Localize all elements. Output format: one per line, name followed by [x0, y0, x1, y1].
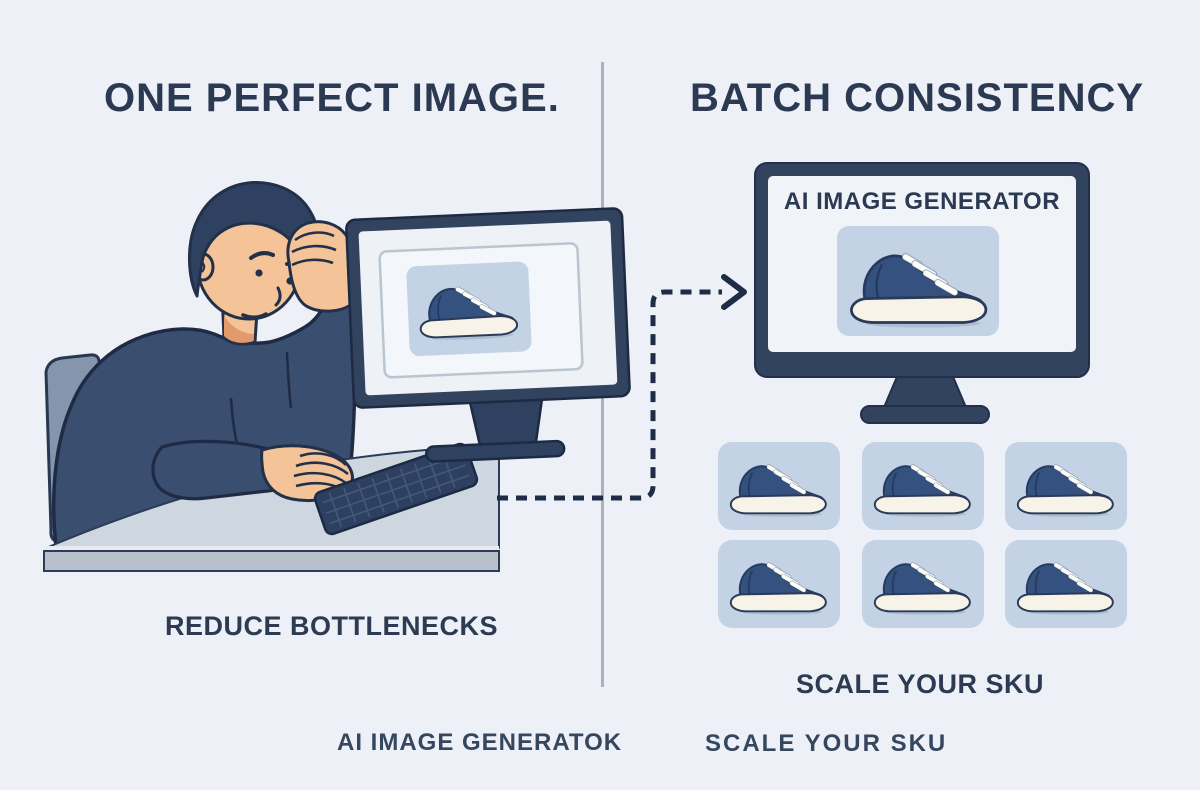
sku-thumbnail-card: [1005, 540, 1127, 628]
left-monitor: [345, 207, 631, 463]
sneaker-icon: [873, 462, 971, 518]
arrowhead-icon: [721, 274, 747, 310]
hand-on-forehead: [286, 220, 356, 313]
sneaker-icon: [1016, 462, 1114, 518]
sku-thumbnail-card: [862, 540, 984, 628]
sneaker-icon: [873, 560, 971, 616]
footer-right-label: SCALE YOUR SKU: [705, 730, 948, 757]
man-head: [188, 180, 319, 321]
sku-thumbnail-card: [718, 442, 840, 530]
left-eyebrow: [249, 251, 275, 260]
footer-left-label: AI IMAGE GENERATOK: [337, 729, 623, 756]
nose: [274, 286, 282, 307]
frustrated-man-at-desk-illustration: [43, 180, 631, 572]
left-eye: [255, 269, 263, 277]
ai-generator-monitor: [754, 162, 1090, 424]
sku-thumbnail-card: [718, 540, 840, 628]
left-headline: ONE PERFECT IMAGE.: [104, 76, 560, 120]
right-headline: BATCH CONSISTENCY: [690, 76, 1145, 120]
sku-thumbnail-card: [1005, 442, 1127, 530]
left-caption: REDUCE BOTTLENECKS: [165, 611, 499, 641]
sneaker-icon: [729, 560, 827, 616]
resting-arm: [151, 439, 354, 503]
workflow-arrow: [497, 274, 747, 501]
monitor-screen-label: AI IMAGE GENERATOR: [783, 188, 1061, 215]
keyboard: [313, 442, 479, 536]
sneaker-icon: [729, 462, 827, 518]
neck-shadow: [224, 316, 254, 343]
right-caption: SCALE YOUR SKU: [796, 669, 1045, 699]
sku-thumbnail-card: [862, 442, 984, 530]
sneaker-icon: [1016, 560, 1114, 616]
sad-mouth: [241, 312, 268, 319]
